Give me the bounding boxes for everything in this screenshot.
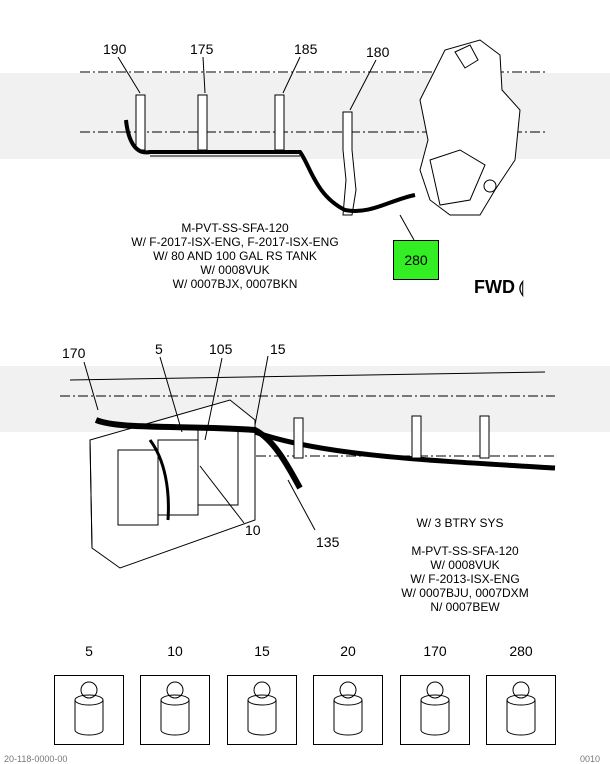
note-line: N/ 0007BEW: [430, 600, 500, 614]
legend-part-10[interactable]: 10: [140, 643, 210, 745]
legend-part-280[interactable]: 280: [486, 643, 556, 745]
note-line: W/ F-2013-ISX-ENG: [410, 572, 520, 586]
highlight-callout-280[interactable]: 280: [393, 240, 439, 280]
note-line: W/ 0007BJX, 0007BKN: [172, 277, 298, 291]
battery-system-note-heading: W/ 3 BTRY SYS: [416, 516, 504, 530]
bottom-application-note: M-PVT-SS-SFA-120 W/ 0008VUK W/ F-2013-IS…: [380, 544, 550, 614]
callout-135: 135: [316, 534, 340, 550]
top-application-note: M-PVT-SS-SFA-120 W/ F-2017-ISX-ENG, F-20…: [90, 221, 380, 291]
legend-part-label: 20: [340, 643, 356, 659]
footer-right-code: 0010: [580, 754, 601, 764]
note-line: W/ 0007BJU, 0007DXM: [401, 586, 529, 600]
legend-part-label: 170: [423, 643, 447, 659]
callout-175: 175: [190, 41, 214, 57]
legend-part-5[interactable]: 5: [54, 643, 124, 745]
note-line: W/ 80 AND 100 GAL RS TANK: [153, 249, 317, 263]
legend-part-label: 15: [254, 643, 270, 659]
note-line: W/ 0008VUK: [430, 558, 500, 572]
callout-15: 15: [270, 341, 286, 357]
fitting-icons: [74, 681, 536, 736]
callout-180: 180: [366, 44, 390, 60]
note-line: M-PVT-SS-SFA-120: [181, 221, 289, 235]
fitting-icon: [313, 675, 383, 745]
fitting-icon: [227, 675, 297, 745]
callout-170: 170: [62, 345, 86, 361]
note-line: W/ F-2017-ISX-ENG, F-2017-ISX-ENG: [131, 235, 339, 249]
legend-part-label: 10: [167, 643, 183, 659]
legend-part-15[interactable]: 15: [227, 643, 297, 745]
forward-arrow-icon: ⟬: [518, 278, 525, 297]
fitting-icon: [54, 675, 124, 745]
footer-left-code: 20-118-0000-00: [4, 754, 68, 764]
callout-185: 185: [294, 41, 318, 57]
fitting-icon: [486, 675, 556, 745]
callout-105: 105: [209, 341, 233, 357]
fitting-icon: [400, 675, 470, 745]
callout-5: 5: [155, 341, 163, 357]
legend-part-label: 280: [509, 643, 533, 659]
callout-190: 190: [103, 41, 127, 57]
legend-part-20[interactable]: 20: [313, 643, 383, 745]
forward-indicator-label: FWD: [474, 277, 515, 297]
callout-10: 10: [245, 522, 261, 538]
note-line: W/ 0008VUK: [200, 263, 270, 277]
legend-part-label: 5: [85, 643, 93, 659]
fitting-icon: [140, 675, 210, 745]
legend-part-170[interactable]: 170: [400, 643, 470, 745]
note-line: M-PVT-SS-SFA-120: [411, 544, 519, 558]
